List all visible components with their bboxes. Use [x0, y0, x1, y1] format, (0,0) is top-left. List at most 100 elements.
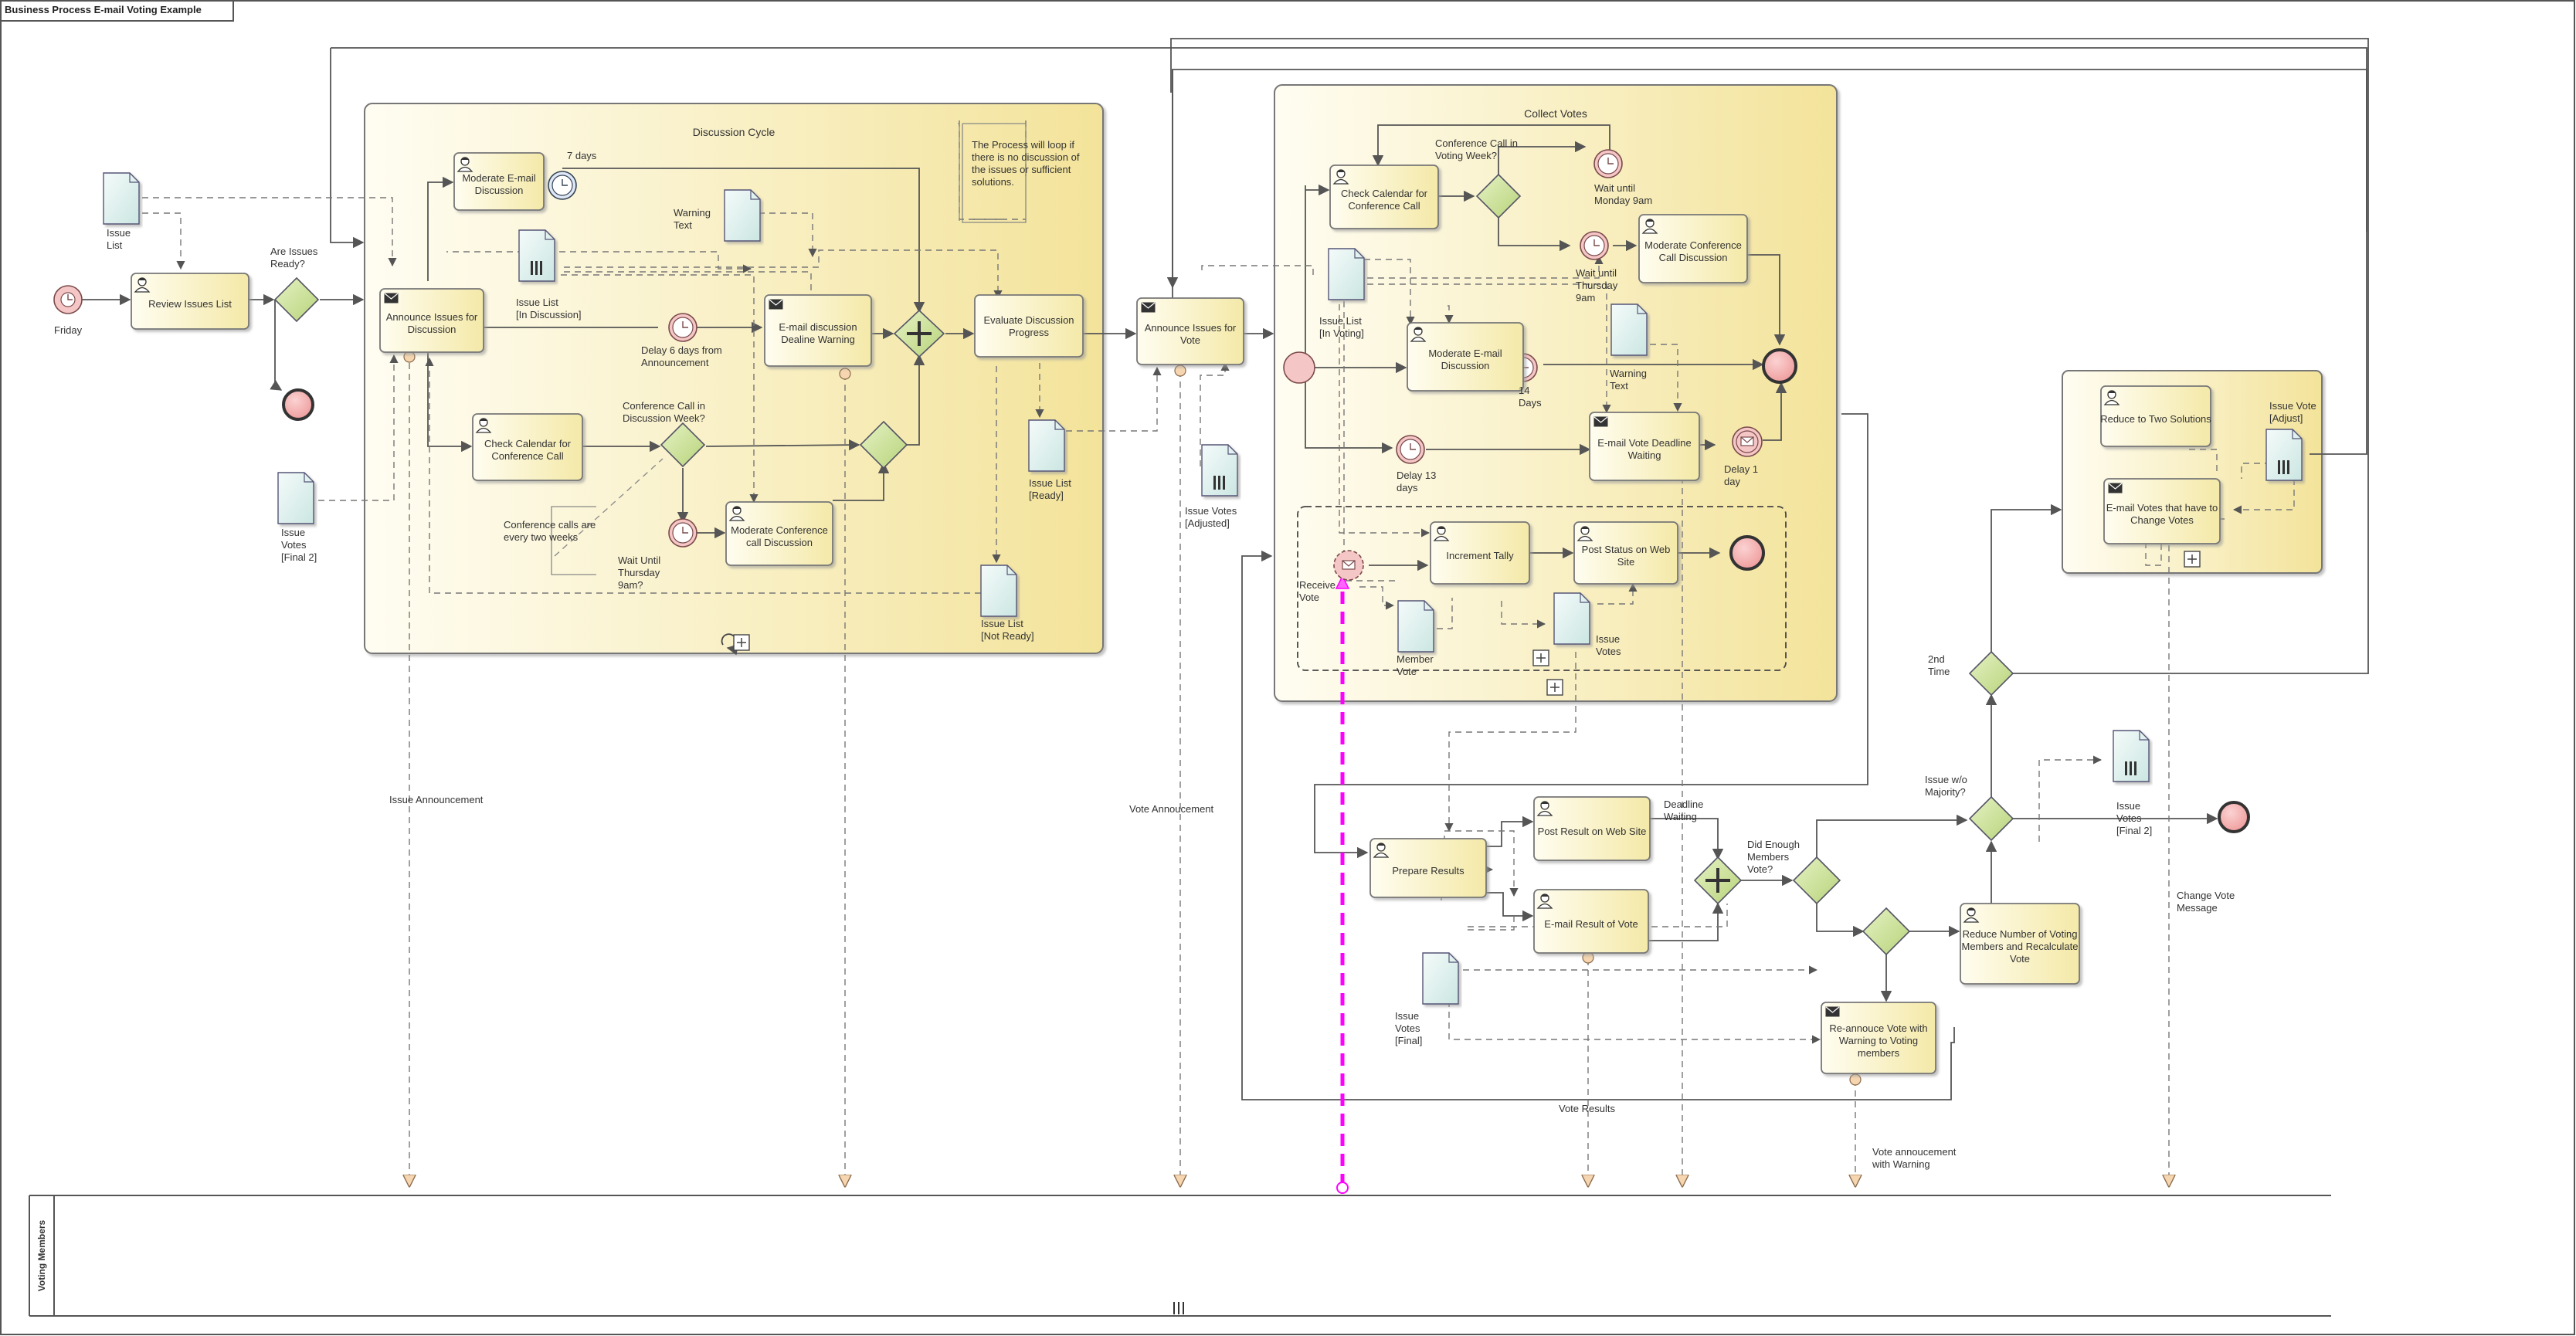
issue-list-doc[interactable] — [103, 172, 140, 225]
end-event-final[interactable] — [2218, 801, 2250, 833]
timer-event-7-days[interactable] — [548, 171, 577, 200]
task-prepare[interactable]: Prepare Results — [1369, 838, 1487, 898]
gateway-are-issues-ready[interactable] — [273, 276, 320, 323]
issue-list-ready-doc[interactable] — [1028, 419, 1065, 472]
collection-marker-icon — [2125, 761, 2136, 775]
collapse-marker-icon[interactable] — [733, 634, 750, 651]
timer-event-wait-thursday[interactable] — [668, 518, 697, 548]
event-subprocess-receive-vote[interactable] — [1297, 506, 1787, 671]
collapse-marker-icon[interactable] — [1546, 679, 1563, 696]
issue-votes-adjusted-doc[interactable] — [1201, 444, 1238, 497]
task-label: Increment Tally — [1446, 550, 1514, 561]
timer-event-delay-6-days[interactable] — [668, 313, 697, 342]
user-task-icon — [1410, 327, 1427, 342]
gateway-second-time[interactable] — [1968, 650, 2014, 697]
gateway-conf-call-voting-week[interactable] — [1475, 173, 1522, 219]
issue-vote-adjust-doc[interactable] — [2265, 429, 2303, 481]
user-task-icon — [728, 506, 745, 521]
task-reduce-two[interactable]: Reduce to Two Solutions — [2100, 385, 2211, 447]
end-event-not-ready[interactable] — [282, 388, 314, 421]
send-task-envelope-icon — [384, 293, 399, 303]
task-review[interactable]: Review Issues List — [131, 273, 249, 330]
highlighted-message-flow[interactable] — [1335, 575, 1350, 1194]
user-task-icon — [1641, 219, 1658, 234]
end-event-receive-vote[interactable] — [1729, 535, 1765, 571]
start-event-friday[interactable] — [53, 285, 83, 314]
gateway-conf-call-disc-week[interactable] — [660, 422, 706, 468]
task-email-result[interactable]: E-mail Result of Vote — [1533, 889, 1649, 954]
warning-text-doc[interactable] — [724, 189, 761, 242]
task-label: E-mail Result of Vote — [1544, 918, 1638, 930]
subprocess-collect-title: Collect Votes — [1524, 107, 1587, 120]
issue-votes-final2-right-doc[interactable] — [2113, 730, 2150, 782]
lane-label: Voting Members — [36, 1219, 47, 1291]
timer-event-delay-13-days[interactable] — [1396, 435, 1425, 464]
collapse-marker-icon[interactable] — [1532, 649, 1549, 666]
member-vote-doc[interactable] — [1397, 600, 1434, 653]
issue-votes-final2-left-doc[interactable] — [277, 472, 314, 524]
user-task-icon — [1332, 169, 1349, 185]
issue-votes-final-doc[interactable] — [1422, 952, 1459, 1005]
send-task-envelope-icon — [2108, 483, 2123, 493]
message-event-delay-1-day[interactable] — [1732, 426, 1763, 457]
timer-event-wait-thursday-vote[interactable] — [1580, 231, 1609, 260]
issue-list-in-discussion-doc[interactable] — [518, 229, 555, 282]
task-increment[interactable]: Increment Tally — [1430, 521, 1530, 585]
collapse-marker-icon[interactable] — [2184, 551, 2201, 568]
user-task-icon — [1536, 801, 1553, 816]
warning-text-vote-doc[interactable] — [1610, 303, 1648, 356]
label-issue-list-ready: Issue List[Ready] — [1029, 477, 1071, 501]
task-label: Reduce to Two Solutions — [2100, 413, 2211, 425]
pool-resize-handle[interactable] — [1173, 1302, 1184, 1314]
issue-list-not-ready-doc[interactable] — [980, 565, 1017, 617]
timer-event-wait-monday[interactable] — [1593, 149, 1623, 178]
message-start-event-receive-vote[interactable] — [1333, 550, 1364, 581]
user-task-icon — [1536, 893, 1553, 909]
gateway-issue-wo-majority[interactable] — [1968, 795, 2014, 842]
label-friday: Friday — [54, 324, 83, 336]
loop-marker-icon — [721, 633, 739, 656]
gateway-join-disc[interactable] — [859, 420, 908, 470]
gateway-parallel-deadline[interactable] — [1693, 856, 1743, 905]
gateway-parallel-disc[interactable] — [893, 309, 945, 358]
start-event-collect-votes[interactable] — [1283, 351, 1315, 384]
gateway-reduce[interactable] — [1862, 907, 1911, 956]
issue-list-in-voting-doc[interactable] — [1328, 248, 1365, 300]
label-issue-list-not-ready: Issue List[Not Ready] — [981, 618, 1034, 642]
task-post-result[interactable]: Post Result on Web Site — [1533, 796, 1651, 861]
label-issue-list-in-discussion: Issue List[In Discussion] — [516, 297, 582, 320]
end-event-collect-votes[interactable] — [1762, 348, 1797, 384]
gateway-did-enough-members[interactable] — [1792, 856, 1841, 905]
issue-votes-collect-doc[interactable] — [1553, 592, 1590, 645]
collection-marker-icon — [531, 261, 542, 275]
user-task-icon — [1433, 526, 1450, 541]
